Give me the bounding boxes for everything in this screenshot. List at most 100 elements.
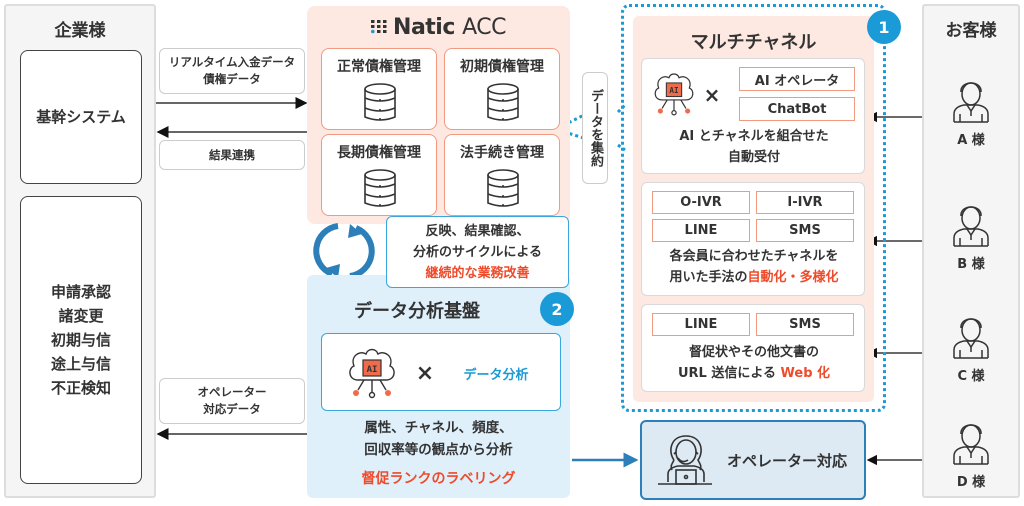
function-item: 不正検知 [50, 379, 111, 397]
card-text-line: URL 送信による Web 化 [678, 363, 830, 384]
natic-title-bold: Natic [393, 14, 455, 40]
database-icon [487, 169, 519, 207]
module-legal-procedure: 法手続き管理 [444, 134, 560, 216]
customer-label: B 様 [957, 256, 985, 272]
customer-c: C 様 [946, 310, 996, 390]
data-analysis-panel: データ分析基盤 AI × データ分析 属性、チャネル、頻度、 回収率等の観点から… [307, 275, 570, 498]
chip-sms: SMS [756, 313, 854, 336]
chip-line: LINE [652, 313, 750, 336]
multichannel-title: マルチチャネル [690, 32, 817, 53]
web-channel-card: LINE SMS 督促状やその他文書の URL 送信による Web 化 [641, 304, 865, 392]
enterprise-panel: 企業様 基幹システム 申請承認 諸変更 初期与信 途上与信 不正検知 [4, 4, 156, 498]
natic-acc-panel: Natic ACC 正常債権管理 初期債権管理 長期債権管理 法手続き管理 [307, 6, 570, 224]
function-item: 申請承認 [50, 283, 111, 301]
enterprise-title: 企業様 [54, 20, 106, 41]
customer-d: D 様 [946, 416, 996, 496]
flow-label-line: オペレーター [197, 385, 267, 399]
operator-box: オペレーター対応 [640, 420, 866, 500]
multichannel-panel: マルチチャネル AI × AI オペレータ ChatBot AI とチャネルを組… [633, 16, 874, 402]
database-icon [487, 83, 519, 121]
function-item: 諸変更 [58, 307, 104, 325]
chip-i-ivr: I-IVR [756, 191, 854, 214]
card3-text: 督促状やその他文書の URL 送信による Web 化 [642, 341, 866, 385]
multichannel-badge: 1 [867, 10, 901, 44]
database-icon [364, 169, 396, 207]
chip-chatbot: ChatBot [739, 97, 855, 121]
card-text-line: AI とチャネルを組合せた [679, 129, 829, 144]
person-icon [953, 318, 989, 359]
functions-box: 申請承認 諸変更 初期与信 途上与信 不正検知 [20, 196, 142, 484]
chip-ai-operator: AI オペレータ [739, 67, 855, 91]
analysis-desc-line: 属性、チャネル、頻度、 [364, 420, 513, 436]
natic-logo-icon [371, 20, 387, 34]
flow-label-line: 対応データ [203, 402, 261, 416]
person-icon [953, 424, 989, 465]
ai-data-analysis-box: AI × データ分析 [321, 333, 561, 411]
function-item: 初期与信 [50, 331, 111, 349]
card-text-line: 督促状やその他文書の [688, 345, 819, 360]
card-text-highlight: Web 化 [780, 366, 831, 381]
ai-channel-card: AI × AI オペレータ ChatBot AI とチャネルを組合せた 自動受付 [641, 58, 865, 174]
svg-text:AI: AI [367, 365, 378, 375]
customer-label: C 様 [957, 368, 985, 384]
operator-headset-icon [658, 435, 712, 485]
realtime-data-label: リアルタイム入金データ 債権データ [159, 48, 305, 94]
flow-label-line: 結果連携 [209, 147, 255, 162]
customer-a: A 様 [946, 74, 996, 154]
cycle-highlight: 継続的な業務改善 [425, 265, 530, 281]
analysis-desc-line: 回収率等の観点から分析 [364, 442, 513, 458]
natic-title: Natic ACC [307, 12, 570, 42]
module-label: 法手続き管理 [460, 145, 544, 161]
module-long-term-debt: 長期債権管理 [321, 134, 437, 216]
operator-label: オペレーター対応 [726, 451, 847, 470]
card1-text: AI とチャネルを組合せた 自動受付 [642, 125, 866, 169]
card-text-plain: URL 送信による [677, 366, 776, 381]
analysis-desc: 属性、チャネル、頻度、 回収率等の観点から分析 [307, 415, 570, 463]
customer-b: B 様 [946, 198, 996, 278]
card-text-plain: 用いた手法の [669, 270, 748, 285]
cycle-line: 分析のサイクルによる [413, 244, 542, 260]
cycle-line: 反映、結果確認、 [425, 223, 530, 239]
card-text-line: 各会員に合わせたチャネルを [669, 249, 839, 264]
module-label: 初期債権管理 [460, 59, 544, 75]
customer-label: D 様 [956, 474, 986, 490]
module-initial-debt: 初期債権管理 [444, 48, 560, 130]
flow-label-line: 債権データ [203, 72, 261, 86]
svg-text:AI: AI [669, 86, 678, 95]
core-system-label: 基幹システム [36, 108, 126, 126]
card-text-highlight: 自動化・多様化 [747, 270, 839, 285]
function-item: 途上与信 [50, 355, 111, 373]
chip-line: LINE [652, 219, 750, 242]
chip-o-ivr: O-IVR [652, 191, 750, 214]
chip-sms: SMS [756, 219, 854, 242]
card-text-line: 用いた手法の自動化・多様化 [669, 267, 838, 288]
times-symbol: × [415, 360, 435, 386]
module-normal-debt: 正常債権管理 [321, 48, 437, 130]
ivr-channel-card: O-IVR I-IVR LINE SMS 各会員に合わせたチャネルを 用いた手法… [641, 182, 865, 296]
customer-label: A 様 [957, 132, 985, 148]
module-label: 正常債権管理 [337, 59, 421, 75]
flow-label-line: リアルタイム入金データ [168, 55, 296, 69]
core-system-box: 基幹システム [20, 50, 142, 184]
customers-panel: お客様 A 様 B 様 C 様 D 様 [922, 4, 1020, 498]
module-label: 長期債権管理 [337, 145, 421, 161]
data-analysis-label: データ分析 [463, 367, 529, 383]
analysis-title: データ分析基盤 [354, 301, 480, 322]
person-icon [953, 82, 989, 123]
card2-text: 各会員に合わせたチャネルを 用いた手法の自動化・多様化 [642, 245, 866, 289]
analysis-badge: 2 [540, 292, 574, 326]
customers-title: お客様 [945, 20, 997, 41]
card-text-line: 自動受付 [727, 150, 780, 165]
person-icon [953, 206, 989, 247]
aggregate-data-label: データを集約 [582, 72, 608, 184]
database-icon [364, 83, 396, 121]
ai-brain-icon: AI [654, 73, 694, 116]
cycle-description-box: 反映、結果確認、 分析のサイクルによる 継続的な業務改善 [386, 216, 569, 288]
result-link-label: 結果連携 [159, 140, 305, 170]
natic-title-light: ACC [462, 14, 506, 40]
times-symbol: × [703, 83, 721, 107]
cycle-arrows-icon [313, 223, 375, 279]
operator-data-label: オペレーター 対応データ [159, 378, 305, 424]
analysis-highlight: 督促ランクのラベリング [361, 471, 516, 487]
multichannel-dotted-frame [621, 4, 886, 412]
